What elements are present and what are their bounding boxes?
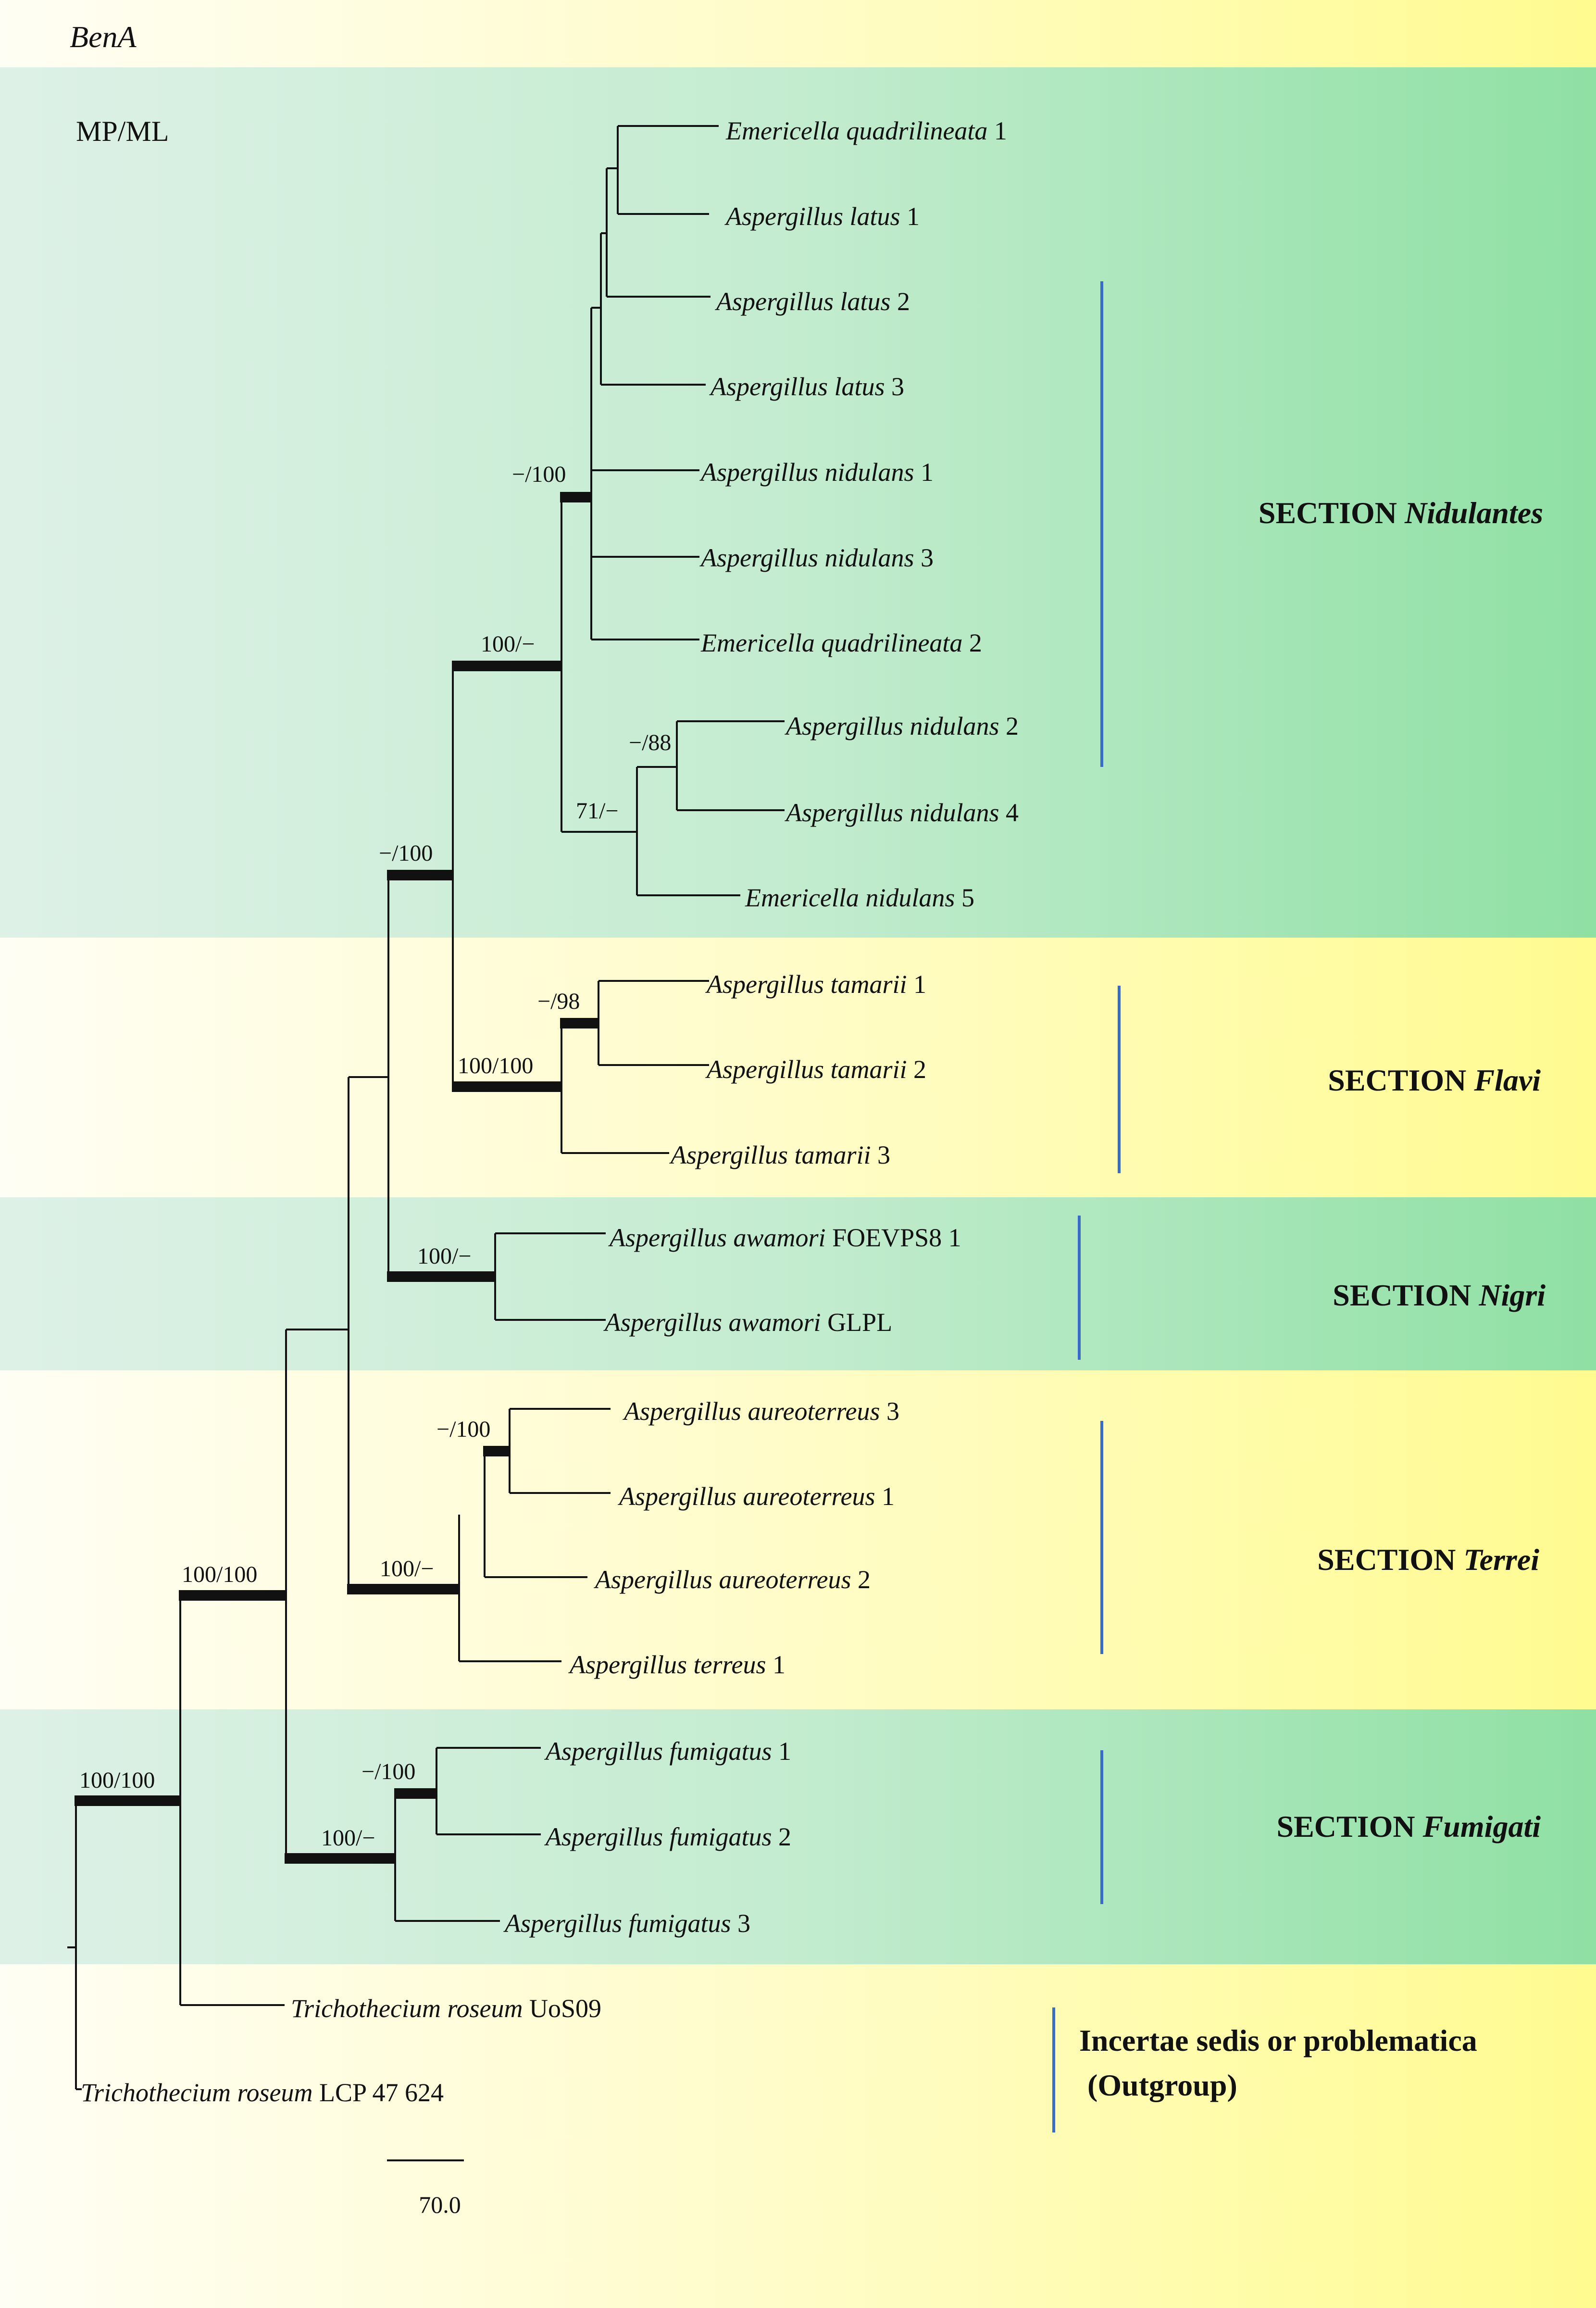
support-value: 100/−	[417, 1243, 471, 1269]
tree-branches	[67, 125, 785, 2090]
section-label-nidulantes: SECTION Nidulantes	[1259, 496, 1543, 530]
support-values: −/100 100/− −/88 71/− −/100 −/98 100/100…	[79, 462, 671, 1851]
leaf-label: Aspergillus aureoterreus 2	[594, 1565, 871, 1594]
leaf-labels: Emericella quadrilineata 1 Aspergillus l…	[81, 116, 1019, 2107]
leaf-label: Aspergillus aureoterreus 1	[618, 1482, 895, 1511]
nigri-band	[0, 1197, 1596, 1370]
gene-label: BenA	[70, 20, 137, 54]
support-value: 100/100	[458, 1053, 533, 1079]
leaf-label: Aspergillus terreus 1	[568, 1650, 786, 1679]
leaf-label: Aspergillus fumigatus 3	[503, 1909, 750, 1938]
nidulantes-band	[0, 67, 1596, 938]
leaf-label: Emericella nidulans 5	[745, 883, 974, 912]
leaf-label: Aspergillus awamori GLPL	[603, 1308, 892, 1337]
support-value: 100/100	[182, 1562, 257, 1587]
leaf-label: Aspergillus latus 3	[709, 372, 904, 401]
section-label-fumigati: SECTION Fumigati	[1277, 1809, 1541, 1844]
leaf-label: Aspergillus aureoterreus 3	[623, 1397, 899, 1426]
outgroup-label-line1: Incertae sedis or problematica	[1079, 2023, 1477, 2057]
leaf-label: Aspergillus latus 1	[724, 202, 920, 231]
leaf-label: Aspergillus nidulans 1	[699, 458, 934, 487]
leaf-label: Trichothecium roseum LCP 47 624	[81, 2078, 444, 2107]
leaf-label: Aspergillus nidulans 3	[699, 543, 934, 572]
support-value: 100/−	[481, 631, 535, 657]
leaf-label: Aspergillus nidulans 4	[785, 798, 1019, 827]
leaf-label: Aspergillus tamarii 2	[705, 1055, 926, 1084]
section-label-terrei: SECTION Terrei	[1317, 1543, 1539, 1577]
header-band	[0, 0, 1596, 67]
leaf-label: Trichothecium roseum UoS09	[291, 1994, 601, 2023]
scale-bar: 70.0	[387, 2159, 464, 2218]
leaf-label: Aspergillus fumigatus 2	[544, 1822, 791, 1851]
leaf-label: Emericella quadrilineata 2	[700, 628, 982, 657]
section-label-nigri: SECTION Nigri	[1333, 1278, 1546, 1312]
leaf-label: Emericella quadrilineata 1	[725, 116, 1007, 145]
support-value: −/100	[379, 840, 433, 866]
leaf-label: Aspergillus tamarii 1	[705, 970, 926, 999]
support-value: −/98	[537, 989, 580, 1014]
support-value: −/100	[362, 1759, 415, 1784]
leaf-label: Aspergillus nidulans 2	[785, 712, 1019, 740]
section-label-flavi: SECTION Flavi	[1328, 1063, 1541, 1097]
fumigati-band	[0, 1709, 1596, 1964]
support-value: −/100	[436, 1417, 490, 1442]
leaf-label: Aspergillus fumigatus 1	[544, 1737, 791, 1766]
support-value: −/88	[629, 730, 671, 755]
section-labels: SECTION Nidulantes SECTION Flavi SECTION…	[1079, 496, 1546, 2102]
support-value: 100/−	[380, 1556, 434, 1581]
terrei-band	[0, 1370, 1596, 1709]
supported-branches	[75, 492, 599, 1864]
section-brackets	[1052, 281, 1121, 2132]
outgroup-band	[0, 1964, 1596, 2308]
support-value: 71/−	[576, 798, 618, 824]
leaf-label: Aspergillus latus 2	[715, 287, 910, 316]
scale-bar-label: 70.0	[419, 2191, 461, 2218]
leaf-label: Aspergillus tamarii 3	[669, 1141, 890, 1169]
support-value: 100/−	[321, 1825, 375, 1851]
flavi-band	[0, 938, 1596, 1197]
leaf-label: Aspergillus awamori FOEVPS8 1	[608, 1223, 961, 1252]
outgroup-label-line2: (Outgroup)	[1087, 2068, 1237, 2102]
support-value: −/100	[512, 462, 566, 487]
support-value: 100/100	[79, 1768, 155, 1793]
method-label: MP/ML	[76, 115, 169, 147]
